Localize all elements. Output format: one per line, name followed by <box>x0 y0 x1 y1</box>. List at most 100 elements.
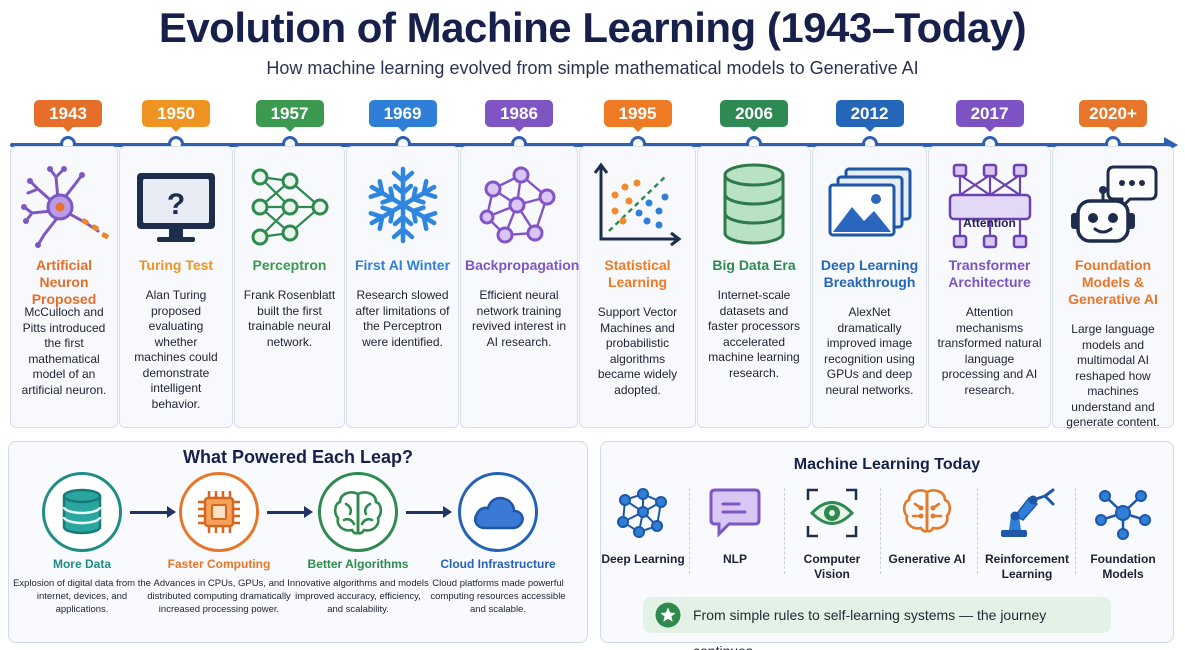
attention-label: Attention <box>963 216 1016 230</box>
milestone-description: Internet-scale datasets and faster proce… <box>707 288 801 380</box>
driver-label: Better Algorithms <box>307 557 409 571</box>
divider <box>689 488 690 574</box>
today-item-label: Deep Learning <box>601 552 685 566</box>
milestone-title: Foundation Models & Generative AI <box>1068 257 1158 307</box>
milestone-title: First AI Winter <box>354 257 451 273</box>
scatter-plot-icon <box>580 161 695 257</box>
milestone-title: Perceptron <box>252 257 327 273</box>
driver-label: Faster Computing <box>167 557 271 571</box>
cloud-icon <box>461 475 535 549</box>
today-item: Generative AI <box>880 486 974 586</box>
milestone-description: Alan Turing proposed evaluating whether … <box>134 288 218 411</box>
journey-banner: From simple rules to self-learning syste… <box>643 597 1111 650</box>
milestone-description: Efficient neural network training revive… <box>471 288 567 349</box>
year-badge-1995: 1995 <box>603 100 672 132</box>
milestone-title: Transformer Architecture <box>948 257 1031 290</box>
milestone-description: McCulloch and Pitts introduced the first… <box>21 305 107 397</box>
today-item-label: Reinforcement Learning <box>984 552 1070 581</box>
milestone-card: Foundation Models & Generative AI Large l… <box>1052 146 1174 429</box>
driver-description: Advances in CPUs, GPUs, and distributed … <box>147 578 291 615</box>
driver-description: Explosion of digital data from the inter… <box>13 578 151 615</box>
graph-network-icon <box>461 161 577 257</box>
chat-bubble-icon <box>688 486 782 540</box>
driver-label: More Data <box>52 557 111 571</box>
year-badge-1986: 1986 <box>485 100 553 132</box>
cpu-chip-icon <box>182 475 256 549</box>
milestone-description: Attention mechanisms transformed natural… <box>937 305 1042 397</box>
monitor-question-icon: ? <box>120 161 232 257</box>
year-badge-1969: 1969 <box>368 100 437 132</box>
perceptron-network-icon <box>235 161 344 257</box>
driver-circle <box>179 472 259 552</box>
today-item: Reinforcement Learning <box>980 486 1074 586</box>
robot-chat-icon <box>1053 161 1173 257</box>
snowflake-icon <box>347 161 458 257</box>
neuron-icon <box>11 161 117 257</box>
today-item-label: Computer Vision <box>803 552 861 581</box>
year-badge-1957: 1957 <box>255 100 324 132</box>
driver-circle <box>458 472 538 552</box>
today-item: Foundation Models <box>1076 486 1170 586</box>
milestone-title: Turing Test <box>138 257 214 273</box>
milestone-description: Frank Rosenblatt built the first trainab… <box>243 288 336 349</box>
timeline-line <box>10 143 1170 147</box>
today-panel: Machine Learning Today From simple rules… <box>600 441 1174 650</box>
today-item-label: Generative AI <box>888 552 966 566</box>
robot-arm-icon <box>980 486 1074 540</box>
hub-network-icon <box>1076 486 1170 540</box>
database-icon <box>45 475 119 549</box>
driver-description: Cloud platforms made powerful computing … <box>430 578 566 615</box>
star-icon <box>655 602 681 628</box>
milestone-title: Artificial Neuron Proposed <box>31 257 97 307</box>
today-item-label: Foundation Models <box>1090 552 1156 581</box>
eye-icon <box>785 486 879 540</box>
driver-circle <box>42 472 122 552</box>
milestone-description: AlexNet dramatically improved image reco… <box>824 305 915 397</box>
driver-description: Innovative algorithms and models improve… <box>287 578 429 615</box>
today-item: Deep Learning <box>596 486 690 586</box>
milestone-title: Deep Learning Breakthrough <box>820 257 919 290</box>
page-subtitle: How machine learning evolved from simple… <box>266 58 919 78</box>
driver-circle <box>318 472 398 552</box>
brain-icon <box>321 475 395 549</box>
page-title: Evolution of Machine Learning (1943–Toda… <box>158 4 1027 51</box>
milestone-description: Large language models and multimodal AI … <box>1066 322 1160 429</box>
flow-arrow-icon <box>406 506 452 518</box>
brain-circuit-icon <box>880 486 974 540</box>
year-badge-2012: 2012 <box>835 100 904 132</box>
divider <box>1075 488 1076 574</box>
milestone-title: Big Data Era <box>712 257 796 273</box>
today-title: Machine Learning Today <box>793 456 981 473</box>
divider <box>880 488 881 574</box>
milestone-description: Research slowed after limitations of the… <box>355 288 450 349</box>
year-badge-1950: 1950 <box>142 100 210 132</box>
year-badge-2006: 2006 <box>720 100 788 132</box>
year-badge-2017: 2017 <box>955 100 1024 132</box>
milestone-description: Support Vector Machines and probabilisti… <box>597 305 678 397</box>
attention-diagram-icon: Attention <box>929 161 1050 257</box>
image-stack-icon <box>813 161 926 257</box>
database-icon <box>698 161 810 257</box>
flow-arrow-icon <box>267 506 313 518</box>
today-item: NLP <box>688 486 782 586</box>
divider <box>784 488 785 574</box>
year-badge-2020plus: 2020+ <box>1079 100 1147 132</box>
year-badge-1943: 1943 <box>34 100 102 132</box>
journey-text: From simple rules to self-learning syste… <box>693 607 1047 650</box>
powered-title: What Powered Each Leap? <box>182 447 414 467</box>
neural-network-icon <box>596 486 690 540</box>
today-item-label: NLP <box>723 552 747 566</box>
svg-text:?: ? <box>167 188 185 221</box>
today-item: Computer Vision <box>785 486 879 586</box>
flow-arrow-icon <box>130 506 176 518</box>
